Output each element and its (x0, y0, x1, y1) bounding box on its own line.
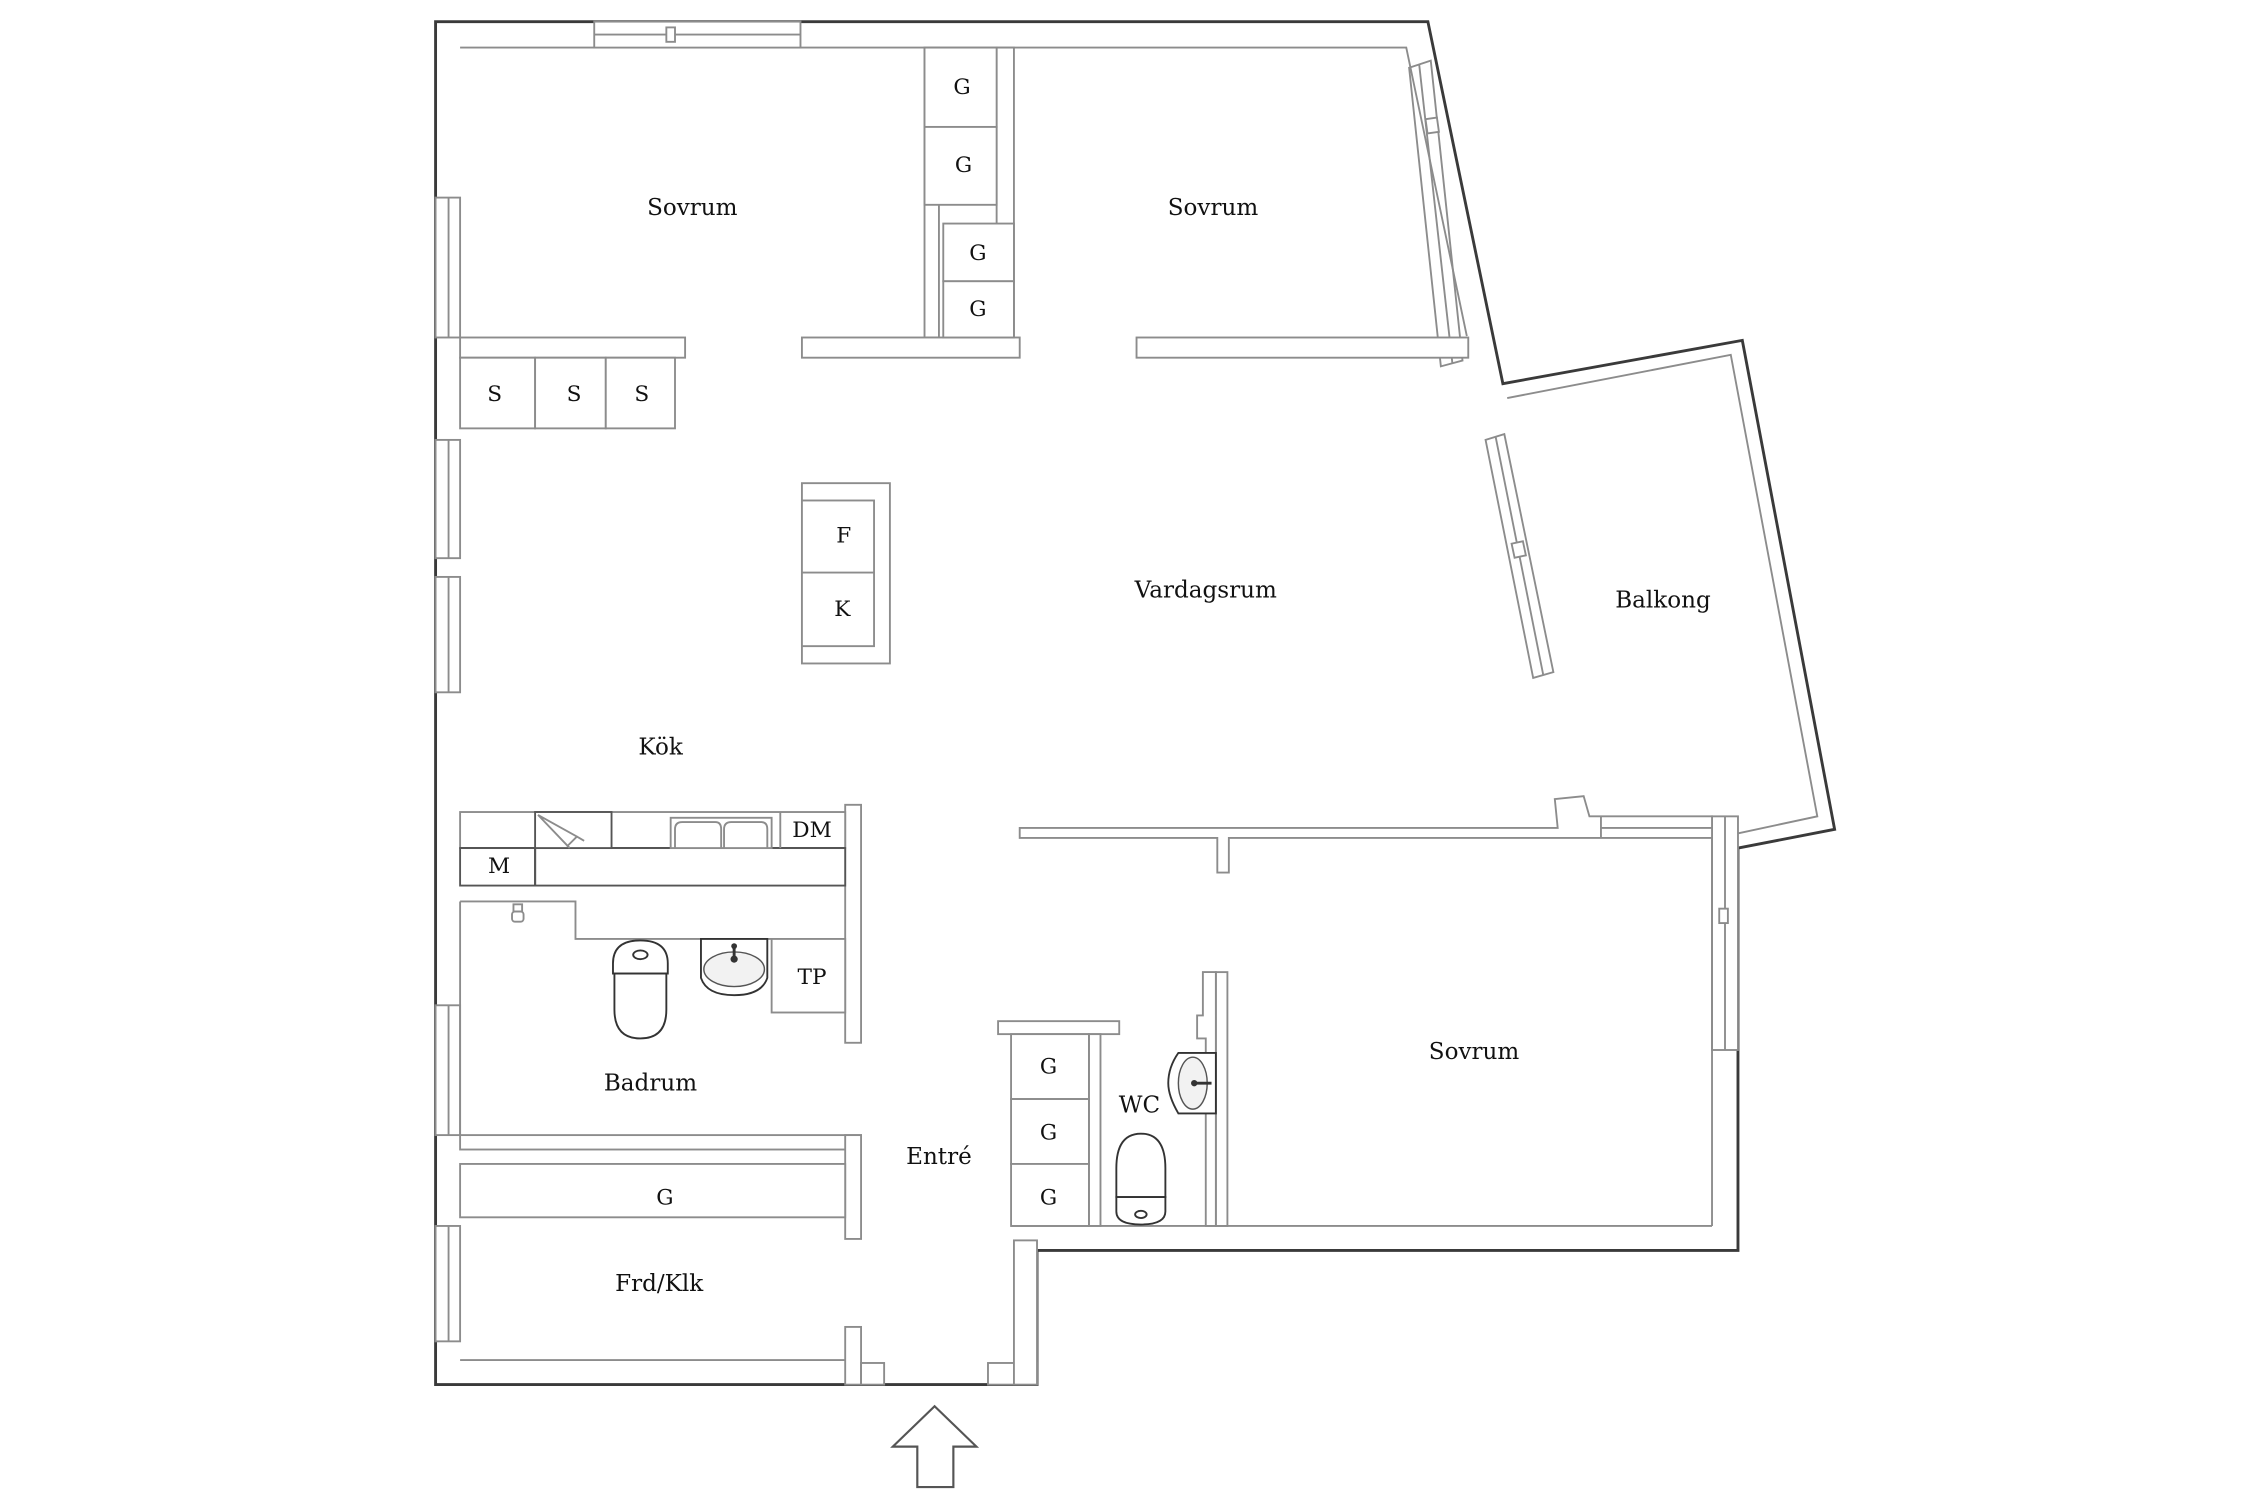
wc-fixtures (1115, 1051, 1217, 1226)
room-label-sovrum: Sovrum (647, 195, 738, 221)
wardrobes-entre (1010, 1033, 1090, 1227)
wardrobes-north (923, 46, 1015, 339)
wardrobe-label: G (969, 241, 986, 266)
dishwasher-label: DM (792, 818, 831, 843)
window-north (593, 20, 802, 49)
wardrobe-label: G (955, 153, 972, 178)
cabinet-label: S (567, 382, 582, 407)
wardrobe-label: G (1040, 1054, 1057, 1079)
toilet-icon (1115, 1132, 1167, 1226)
sink-icon (700, 938, 769, 997)
window-northeast (1408, 59, 1464, 368)
cabinet-label: S (487, 382, 502, 407)
kitchen-cabinets (459, 356, 676, 430)
room-label-badrum: Badrum (604, 1071, 697, 1097)
kitchen-counter (459, 811, 847, 887)
room-label-kok: Kök (638, 735, 683, 761)
wardrobe-label: G (953, 75, 970, 100)
room-label-sovrum: Sovrum (1429, 1039, 1520, 1065)
toilet-icon (612, 939, 669, 1040)
arrow-up-icon (890, 1404, 980, 1489)
cabinet-label: S (634, 382, 649, 407)
bathroom-fixtures (459, 900, 847, 1136)
wardrobe-label: G (1040, 1121, 1057, 1146)
fridge-label: F (836, 524, 851, 549)
wardrobe-label: G (1040, 1186, 1057, 1211)
sink-icon (1167, 1051, 1217, 1115)
windows-west (434, 196, 462, 1343)
closet-wardrobe (459, 1163, 847, 1362)
room-label-entre: Entré (906, 1144, 972, 1170)
balcony-door (1484, 432, 1555, 680)
microwave-label: M (488, 854, 510, 879)
washer-dryer-label: TP (798, 965, 827, 990)
window-east (1711, 815, 1739, 1051)
room-label-balkong: Balkong (1615, 587, 1711, 613)
wardrobe-label: G (969, 297, 986, 322)
fridge-freezer (800, 482, 891, 665)
room-label-wc: WC (1119, 1092, 1160, 1118)
room-label-vardagsrum: Vardagsrum (1134, 577, 1277, 603)
room-label-frd-klk: Frd/Klk (615, 1271, 704, 1297)
freezer-label: K (834, 597, 851, 622)
room-label-sovrum: Sovrum (1168, 195, 1259, 221)
balcony (1600, 816, 1713, 838)
wardrobe-label: G (656, 1186, 673, 1211)
